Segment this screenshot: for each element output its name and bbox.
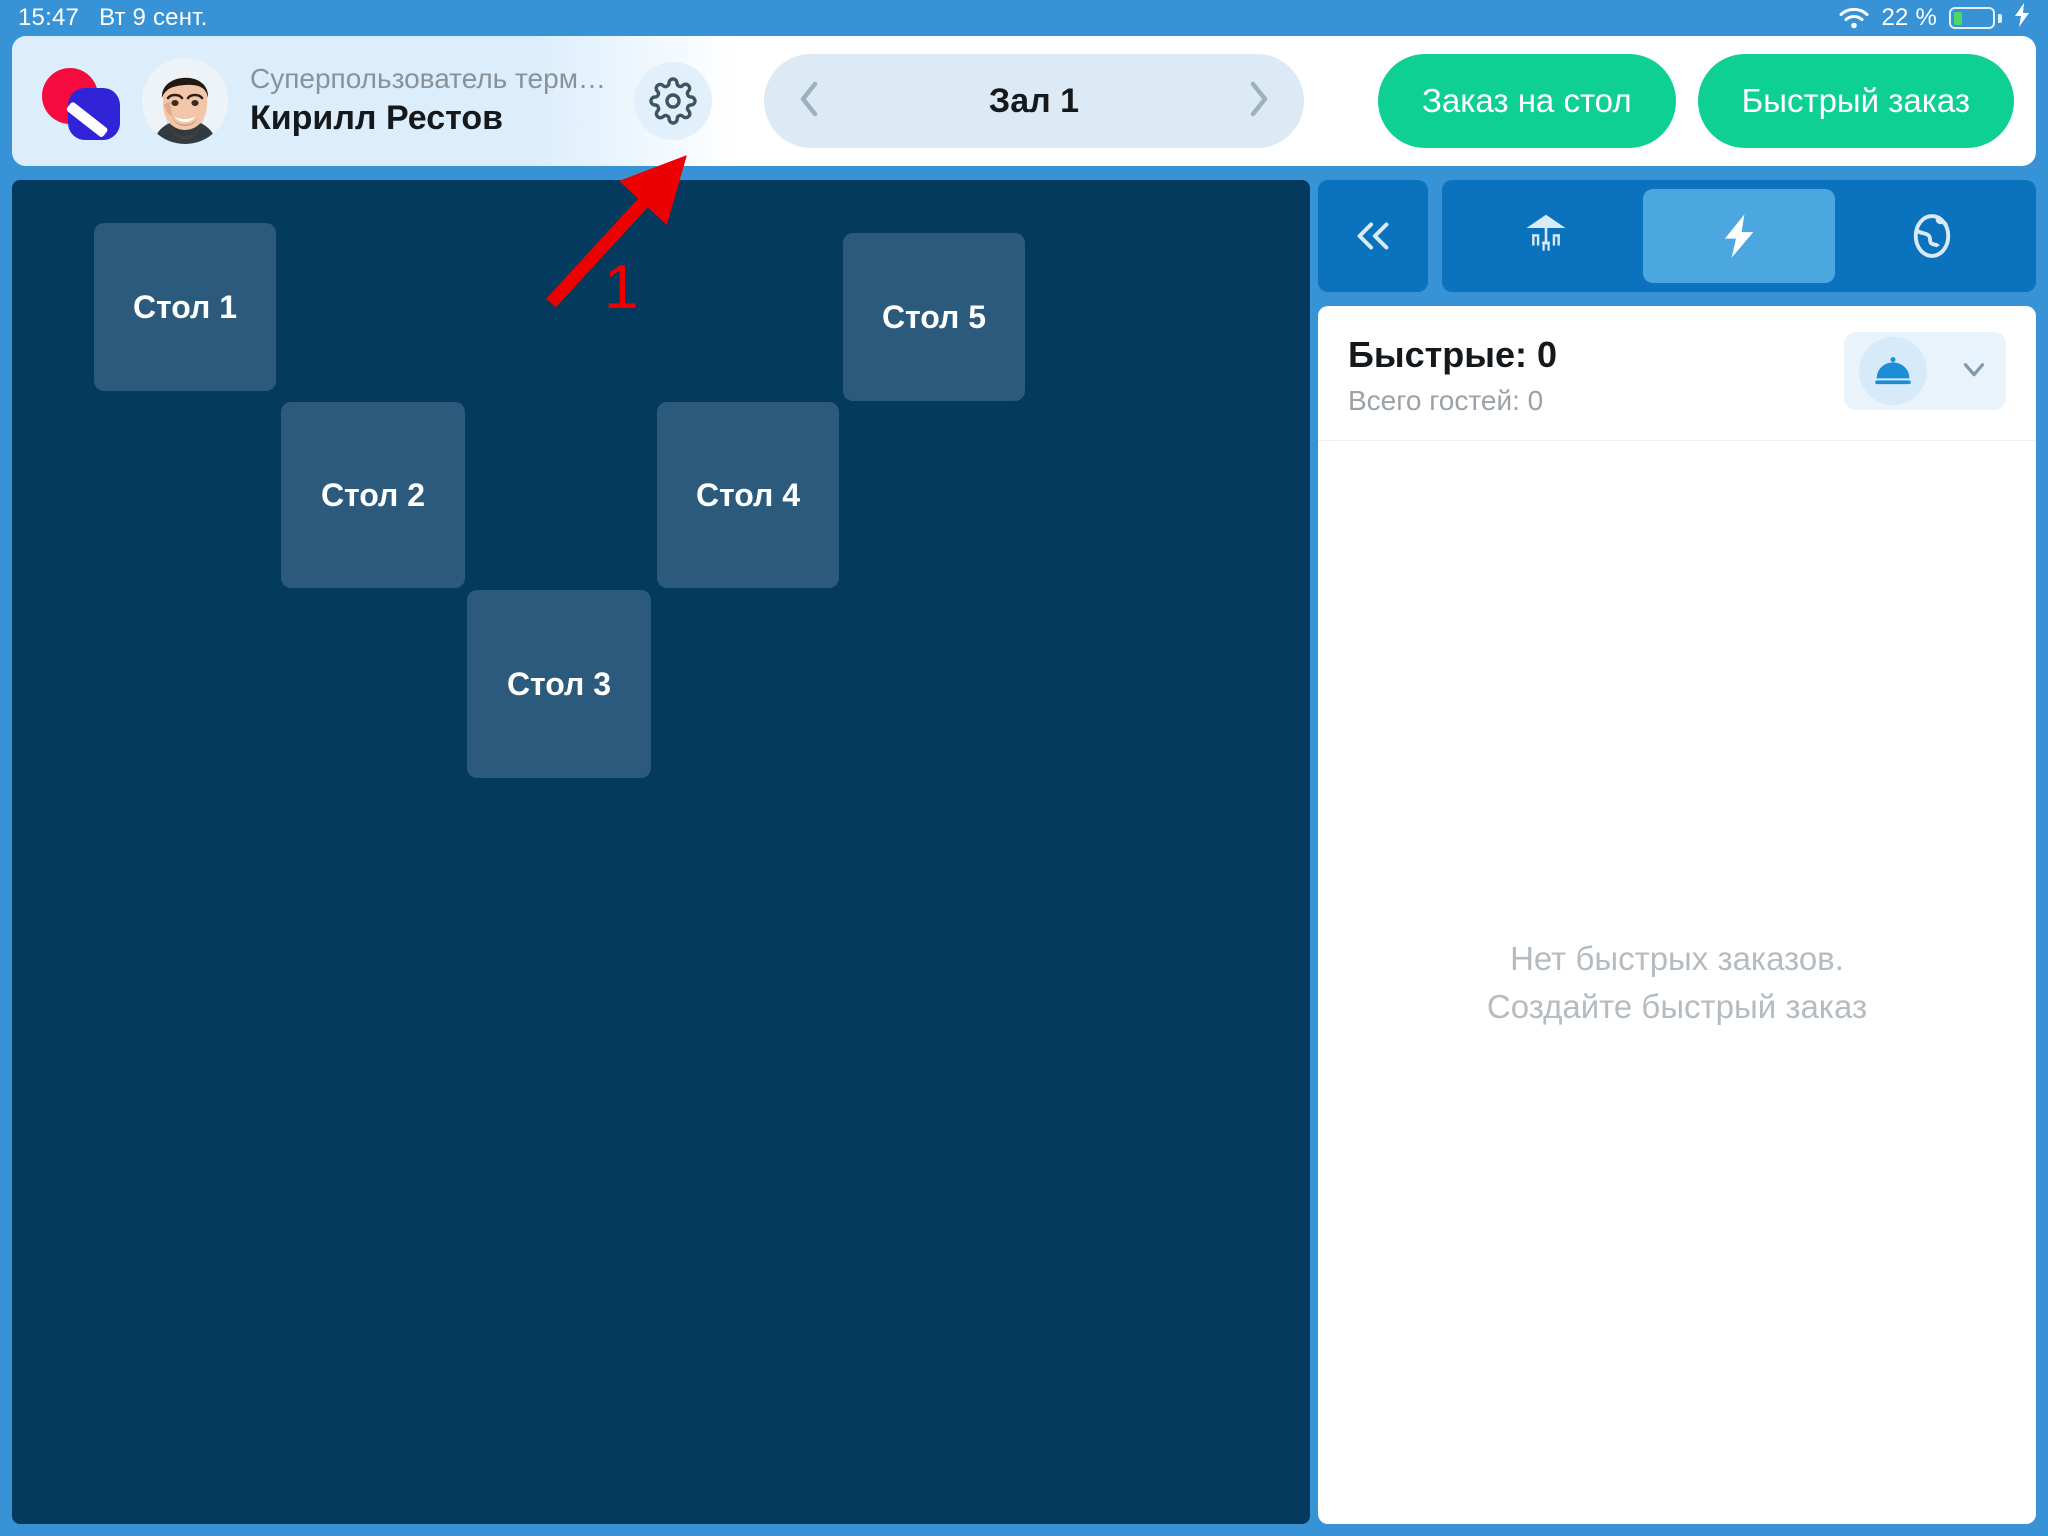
right-sidebar: Быстрые: 0 Всего гостей: 0 <box>1318 180 2036 1524</box>
status-time: 15:47 <box>18 4 80 31</box>
panel-header-actions[interactable] <box>1844 332 2006 410</box>
floorplan-canvas[interactable]: Стол 1 Стол 2 Стол 3 Стол 4 Стол 5 <box>12 180 1310 1524</box>
panel-header: Быстрые: 0 Всего гостей: 0 <box>1318 306 2036 440</box>
empty-state-text: Нет быстрых заказов. Создайте быстрый за… <box>1457 935 1897 1031</box>
empty-line-1: Нет быстрых заказов. <box>1510 939 1844 977</box>
avatar <box>142 58 228 144</box>
table-order-button[interactable]: Заказ на стол <box>1377 54 1676 148</box>
status-date: Вт 9 сент. <box>99 4 208 31</box>
table-card[interactable]: Стол 5 <box>843 233 1025 401</box>
gear-icon[interactable] <box>634 62 712 140</box>
tab-delivery[interactable] <box>1835 189 2028 283</box>
battery-percent: 22 % <box>1881 4 1937 31</box>
double-chevron-left-icon[interactable] <box>1318 180 1428 292</box>
hall-name: Зал 1 <box>988 81 1080 120</box>
status-bar: 15:47 Вт 9 сент. 22 % <box>0 0 2048 36</box>
sidebar-toolbar <box>1318 180 2036 292</box>
status-bar-right: 22 % <box>1839 2 2030 34</box>
table-card[interactable]: Стол 2 <box>281 402 465 588</box>
wifi-icon <box>1839 7 1869 29</box>
status-bar-left: 15:47 Вт 9 сент. <box>18 4 208 32</box>
hall-selector[interactable]: Зал 1 <box>764 54 1304 148</box>
table-label: Стол 4 <box>695 476 801 513</box>
cloche-icon[interactable] <box>1859 337 1927 405</box>
tab-terrace[interactable] <box>1450 189 1643 283</box>
header-actions: Заказ на стол Быстрый заказ <box>1377 54 2036 148</box>
table-card[interactable]: Стол 1 <box>94 223 276 391</box>
table-card[interactable]: Стол 4 <box>657 402 839 588</box>
quick-order-button[interactable]: Быстрый заказ <box>1697 54 2014 148</box>
table-label: Стол 2 <box>320 476 426 513</box>
hall-next-icon[interactable] <box>1246 79 1270 124</box>
app-header: Суперпользователь термин... Кирилл Ресто… <box>12 36 2036 166</box>
app-logo <box>42 62 120 140</box>
quick-orders-panel: Быстрые: 0 Всего гостей: 0 <box>1318 306 2036 1524</box>
sidebar-tab-group <box>1442 180 2036 292</box>
empty-line-2: Создайте быстрый заказ <box>1486 987 1868 1025</box>
annotation-step-number: 1 <box>604 253 639 322</box>
hall-prev-icon[interactable] <box>798 79 822 124</box>
charging-bolt-icon <box>2014 2 2030 34</box>
table-label: Стол 3 <box>506 665 612 702</box>
user-name: Кирилл Рестов <box>250 99 504 138</box>
panel-subtitle: Всего гостей: 0 <box>1348 385 1544 416</box>
panel-title: Быстрые: 0 <box>1348 334 1558 375</box>
tab-quick-orders[interactable] <box>1642 189 1836 283</box>
user-zone: Суперпользователь термин... Кирилл Ресто… <box>12 36 738 166</box>
panel-header-text: Быстрые: 0 Всего гостей: 0 <box>1348 332 1844 418</box>
table-card[interactable]: Стол 3 <box>467 590 651 778</box>
user-role: Суперпользователь термин... <box>250 63 620 95</box>
chevron-down-icon[interactable] <box>1957 352 1991 391</box>
table-label: Стол 5 <box>881 298 987 335</box>
table-label: Стол 1 <box>132 288 238 325</box>
user-info: Суперпользователь термин... Кирилл Ресто… <box>250 61 620 140</box>
battery-icon <box>1949 7 2002 29</box>
panel-empty-state: Нет быстрых заказов. Создайте быстрый за… <box>1318 440 2036 1524</box>
